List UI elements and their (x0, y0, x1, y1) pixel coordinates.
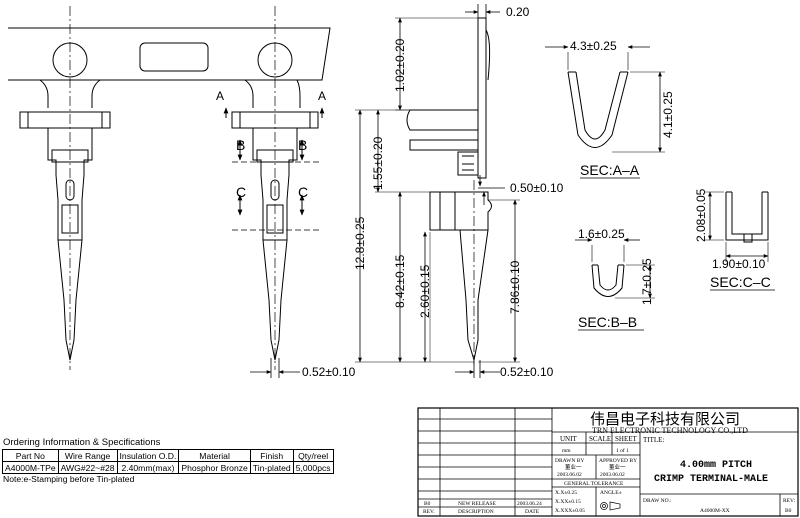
aa-width-dim: 4.3±0.25 (570, 39, 617, 53)
section-c-right-label: C (298, 184, 308, 200)
bb-height-dim: 1.7±0.25 (640, 258, 654, 305)
general-tolerance: GENERAL TOLERANCE (564, 481, 624, 487)
col-finish: Finish (249, 449, 294, 462)
ordering-note: Note:e-Stamping before Tin-plated (3, 474, 135, 484)
approved-by: 董业一 (609, 463, 626, 471)
gap-dim: 0.50±0.10 (510, 181, 564, 195)
approved-date: 2003.06.02 (600, 472, 625, 478)
unit-value: mm (562, 448, 571, 454)
col-qty: Qty/reel (292, 449, 334, 462)
section-b-right-label: B (298, 137, 307, 153)
angle-label: ANGLE± (600, 490, 622, 496)
title-label: TITLE: (643, 436, 664, 444)
section-a-right-label: A (318, 89, 326, 103)
overall-length-dim: 12.8±0.25 (353, 216, 367, 270)
contact-length-dim: 7.86±0.10 (508, 260, 522, 314)
section-c-left-label: C (236, 184, 246, 200)
pin-width-front-dim: 0.52±0.10 (302, 365, 356, 379)
barrel-length-dim: 2.60±0.15 (418, 264, 432, 318)
ordering-header-row: Part No Wire Range Insulation O.D. Mater… (2, 449, 334, 462)
col-material: Material (178, 449, 251, 462)
sheet-label: SHEET (615, 435, 638, 443)
drawn-by-label: DRAWN BY (555, 458, 584, 464)
rev-row-date: 2003.06.24 (517, 501, 542, 507)
pin-length-dim: 8.42±0.15 (393, 254, 407, 308)
section-cc-label: SEC:C–C (710, 274, 771, 290)
drawing-title-line1: 4.00mm PITCH (680, 460, 752, 471)
section-bb-label: SEC:B–B (578, 314, 637, 330)
mid-height-dim: 1.55±0.20 (371, 136, 385, 190)
approved-by-label: APPROVED BY (599, 458, 637, 464)
section-markers (223, 107, 325, 231)
front-view (8, 6, 331, 370)
title-block (417, 407, 799, 517)
tol-xxx: X.XXX±0.05 (555, 508, 585, 514)
aa-height-dim: 4.1±0.25 (661, 91, 675, 138)
col-wire-range: Wire Range (57, 449, 118, 462)
cc-width-dim: 1.90±0.10 (712, 257, 766, 271)
rev-row-rev: B0 (424, 501, 431, 507)
terminal-left (19, 111, 111, 361)
cell-finish: Tin-plated (249, 461, 294, 474)
cell-insulation: 2.40mm(max) (116, 461, 180, 474)
section-a-left-label: A (216, 89, 224, 103)
table-row: A4000M-TPe AWG#22~#28 2.40mm(max) Phosph… (2, 461, 334, 474)
col-rev: REV. (423, 509, 435, 515)
top-thickness-dim: 0.20 (506, 5, 530, 19)
pin-width-side-dim: 0.52±0.10 (500, 365, 554, 379)
section-b-left-label: B (236, 137, 245, 153)
section-aa-label: SEC:A–A (580, 162, 640, 178)
cc-height-dim: 2.08±0.05 (694, 188, 708, 242)
ordering-table: Part No Wire Range Insulation O.D. Mater… (2, 449, 334, 474)
drawing-title-line2: CRIMP TERMINAL-MALE (654, 474, 768, 485)
col-insulation: Insulation O.D. (116, 449, 180, 462)
cell-part-no: A4000M-TPe (2, 461, 59, 474)
scale-label: SCALE (589, 435, 611, 443)
company-en: TRN ELECTRONIC TECHNOLOGY CO.,LTD (592, 426, 748, 435)
rev-value: B0 (785, 508, 792, 514)
tol-xx: X.XX±0.15 (555, 499, 581, 505)
ordering-title: Ordering Information & Specifications (3, 437, 161, 448)
col-date: DATE (525, 509, 540, 515)
bb-width-dim: 1.6±0.25 (578, 227, 625, 241)
terminal-right (231, 111, 319, 361)
top-height-dim: 1.02±0.20 (393, 38, 407, 92)
cell-qty: 5,000pcs (292, 461, 334, 474)
rev-label: REV: (783, 498, 796, 504)
cell-material: Phosphor Bronze (178, 461, 251, 474)
drawing-no-label: DRAW NO.: (643, 498, 672, 504)
section-cc (705, 191, 775, 291)
drawn-by: 董业一 (565, 463, 582, 471)
col-desc: DESCRIPTION (458, 509, 494, 515)
section-aa (545, 45, 665, 179)
drawing-no: A4000M-XX (700, 508, 730, 514)
section-bb (575, 238, 655, 331)
rev-row-desc: NEW RELEASE (458, 501, 497, 507)
sheet-value: 1 of 1 (616, 447, 629, 454)
cell-wire-range: AWG#22~#28 (57, 461, 118, 474)
company-cn: 伟昌电子科技有限公司 (590, 411, 740, 428)
tol-x: X.X±0.25 (555, 490, 577, 496)
col-part-no: Part No (2, 449, 59, 462)
unit-label: UNIT (560, 435, 577, 443)
projection-icon (600, 501, 621, 511)
drawn-date: 2003.06.02 (557, 472, 582, 478)
